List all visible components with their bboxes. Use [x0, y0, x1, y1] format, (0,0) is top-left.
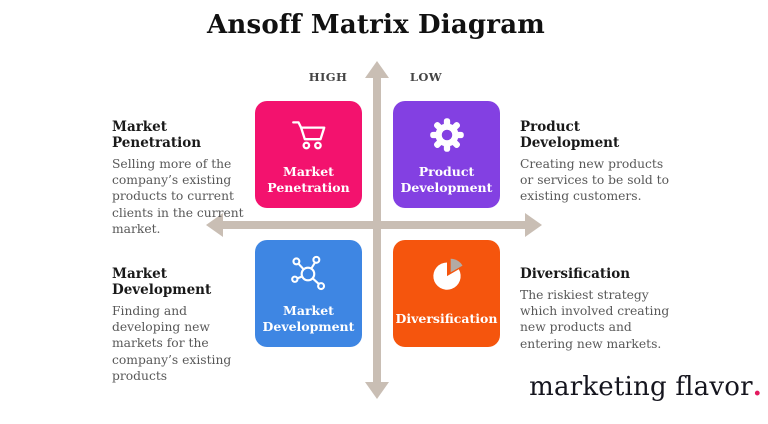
network-icon — [290, 255, 325, 291]
quadrant-market-penetration: Market Penetration — [255, 101, 362, 208]
quadrant-product-development: Product Development — [393, 101, 500, 208]
horizontal-axis-line — [222, 221, 526, 229]
info-description: Selling more of the company’s existing p… — [112, 157, 244, 236]
arrowhead-left-icon — [206, 213, 223, 237]
info-description: The riskiest strategy which involved cre… — [520, 288, 670, 351]
info-description: Finding and developing new markets for t… — [112, 304, 232, 383]
arrowhead-right-icon — [525, 213, 542, 237]
quadrant-label: Market Development — [262, 302, 355, 334]
quadrant-market-development: Market Development — [255, 240, 362, 347]
info-diversification: Diversification The riskiest strategy wh… — [520, 266, 672, 352]
brand-logo: marketing flavor. — [529, 372, 762, 402]
info-description: Creating new products or services to be … — [520, 157, 670, 204]
info-market-development: Market Development Finding and developin… — [112, 266, 252, 384]
quadrant-label: Market Penetration — [267, 163, 350, 195]
arrowhead-up-icon — [365, 61, 389, 78]
info-heading: Product Development — [520, 119, 620, 151]
info-heading: Market Penetration — [112, 119, 202, 151]
brand-name: marketing flavor — [529, 372, 753, 402]
quadrant-diversification: Diversification — [393, 240, 500, 347]
info-product-development: Product Development Creating new product… — [520, 119, 672, 205]
info-heading: Diversification — [520, 266, 631, 282]
cart-icon — [291, 121, 325, 150]
info-heading: Market Development — [112, 266, 212, 298]
info-market-penetration: Market Penetration Selling more of the c… — [112, 119, 244, 237]
quadrant-label: Diversification — [395, 310, 498, 326]
axis-label-high: HIGH — [308, 70, 348, 84]
page-title: Ansoff Matrix Diagram — [207, 10, 545, 40]
axis-label-low: LOW — [409, 70, 443, 84]
pie-chart-icon — [432, 258, 462, 290]
quadrant-label: Product Development — [400, 163, 493, 195]
brand-dot: . — [752, 372, 762, 402]
gear-icon — [429, 118, 464, 152]
arrowhead-down-icon — [365, 382, 389, 399]
vertical-axis-line — [373, 77, 381, 383]
